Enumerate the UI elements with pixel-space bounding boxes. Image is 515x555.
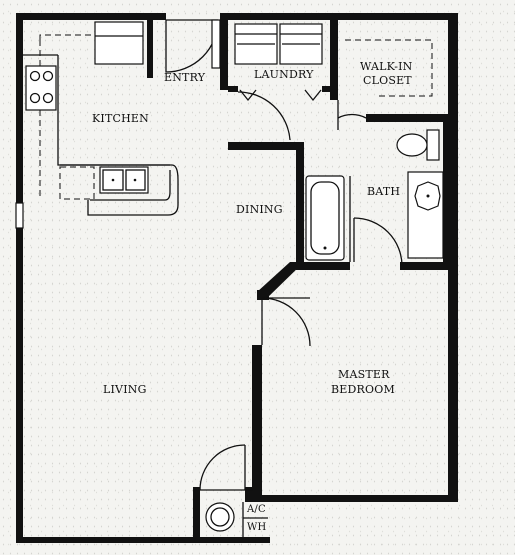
wall-laundry-left-stub: [228, 86, 238, 92]
bedroom-door: [261, 297, 311, 347]
wall-bath-left: [296, 142, 304, 270]
wall-kitchen-entry: [147, 20, 153, 78]
room-label-master-line2: BEDROOM: [331, 383, 395, 396]
burner-icon: [29, 70, 41, 82]
kitchen-sink: [99, 166, 149, 194]
wall-bedroom-left: [252, 345, 262, 502]
toilet-bowl: [396, 133, 428, 157]
wall-left-lower: [16, 228, 23, 543]
coat-closet: [211, 19, 221, 69]
burner-icon: [42, 92, 54, 104]
water-heater-inner: [210, 507, 230, 527]
mechanical-closet: [199, 444, 268, 537]
bedroom-door-swing: [261, 297, 311, 347]
room-label-bath: BATH: [367, 185, 401, 198]
wall-closet-bottom: [366, 114, 448, 122]
kitchen-peninsula: [60, 164, 179, 216]
wall-top-left: [16, 13, 166, 20]
room-label-walkin-line1: WALK-IN: [360, 60, 413, 73]
burner-icon: [29, 92, 41, 104]
interior-walls: [147, 20, 458, 543]
refrigerator: [94, 21, 144, 65]
wall-right-bedroom: [448, 262, 458, 502]
mech-door-swing: [199, 444, 246, 491]
entry-door-swing: [165, 19, 219, 73]
room-label-kitchen: KITCHEN: [92, 112, 149, 125]
sink-basin-right: [125, 169, 146, 191]
room-label-dining: DINING: [236, 203, 283, 216]
room-label-ac: A/C: [247, 504, 266, 515]
burner-icon: [42, 70, 54, 82]
wall-dining-top: [228, 142, 304, 150]
wall-mech-left: [193, 487, 200, 543]
entry-fixtures: [165, 19, 221, 73]
kitchen-fixtures: [23, 21, 179, 216]
wall-bath-bottom: [400, 262, 458, 270]
water-heater: [205, 502, 235, 532]
wall-top-right: [220, 13, 458, 20]
wall-entry-laundry: [220, 20, 228, 90]
windows: [15, 202, 415, 541]
exterior-walls: [16, 13, 458, 543]
bath-door-swing: [353, 217, 403, 267]
sink-basin-left: [102, 169, 124, 191]
laundry-door-swing: [237, 91, 291, 141]
wall-laundry-right-stub: [322, 86, 336, 92]
toilet-tank: [426, 129, 440, 161]
room-label-walkin-line2: CLOSET: [363, 74, 412, 87]
wall-bottom-mech: [190, 537, 270, 543]
wall-right-bath: [443, 118, 458, 268]
drain-icon: [111, 178, 115, 182]
drain-icon: [323, 246, 327, 250]
peninsula-inner: [90, 170, 171, 201]
laundry-bifold-left: [239, 89, 257, 102]
wall-left-upper: [16, 13, 23, 203]
wall-bedroom-top: [300, 262, 350, 270]
kitchen-counter-edge: [57, 55, 170, 166]
bath-fixtures: [305, 129, 444, 267]
laundry-bifold-right: [304, 89, 322, 102]
wall-corner-stub: [257, 290, 269, 300]
drain-icon: [426, 194, 430, 198]
room-label-wh: WH: [247, 522, 267, 533]
room-label-entry: ENTRY: [164, 71, 206, 84]
closet-fixtures: [337, 39, 433, 130]
wall-laundry-closet: [330, 20, 338, 100]
window-left: [15, 202, 24, 229]
closet-shelf: [345, 39, 433, 97]
laundry-fixtures: [234, 23, 323, 141]
bathtub: [305, 175, 345, 261]
tub-basin: [310, 181, 340, 255]
wall-mech-right-stub: [245, 487, 253, 502]
wall-right-top: [448, 13, 458, 118]
room-label-master-line1: MASTER: [338, 368, 390, 381]
dishwasher: [59, 166, 95, 200]
closet-door-swing: [337, 113, 367, 119]
room-label-laundry: LAUNDRY: [254, 68, 314, 81]
room-label-living: LIVING: [103, 383, 147, 396]
drain-icon: [133, 178, 137, 182]
